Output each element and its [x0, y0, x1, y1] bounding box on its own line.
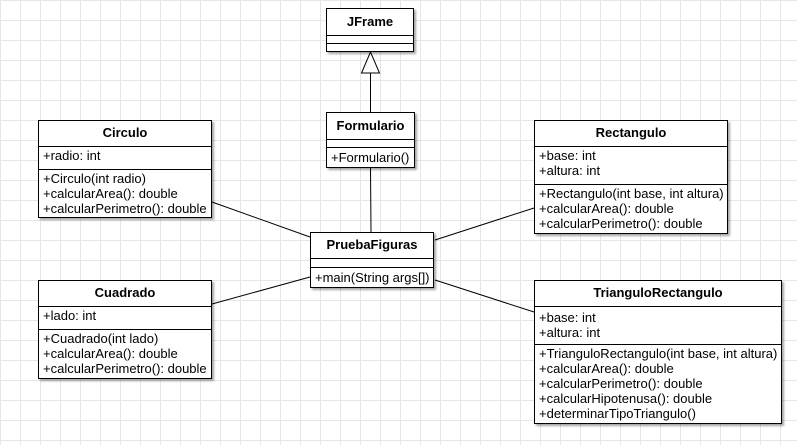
operation: +calcularPerimetro(): double	[539, 376, 703, 391]
operation-compartment: +Circulo(int radio) +calcularArea(): dou…	[39, 170, 211, 216]
operation-compartment: +Cuadrado(int lado) +calcularArea(): dou…	[39, 330, 211, 376]
operation: +calcularArea(): double	[43, 186, 178, 201]
attribute: +radio: int	[43, 148, 101, 163]
operation: +calcularPerimetro(): double	[43, 201, 207, 216]
class-formulario[interactable]: Formulario +Formulario()	[326, 112, 415, 168]
attribute-compartment	[327, 140, 414, 148]
class-name: Cuadrado	[39, 281, 211, 307]
association-formulario	[370, 167, 372, 233]
class-jframe[interactable]: JFrame	[326, 8, 414, 52]
class-cuadrado[interactable]: Cuadrado +lado: int +Cuadrado(int lado) …	[38, 280, 212, 379]
class-pruebafiguras[interactable]: PruebaFiguras +main(String args[])	[310, 232, 434, 288]
inheritance-arrowhead	[360, 50, 381, 74]
operation-compartment: +TrianguloRectangulo(int base, int altur…	[535, 345, 781, 421]
class-name: PruebaFiguras	[311, 233, 433, 259]
operation: +main(String args[])	[315, 270, 430, 285]
class-rectangulo[interactable]: Rectangulo +base: int +altura: int +Rect…	[534, 120, 728, 234]
operation: +calcularArea(): double	[539, 201, 674, 216]
operation: +Rectangulo(int base, int altura)	[539, 186, 724, 201]
operation: +calcularHipotenusa(): double	[539, 391, 713, 406]
attribute-compartment: +base: int +altura: int	[535, 147, 727, 185]
class-circulo[interactable]: Circulo +radio: int +Circulo(int radio) …	[38, 120, 212, 218]
association-triangulo	[434, 279, 535, 313]
attribute-compartment	[311, 259, 433, 268]
attribute-compartment: +lado: int	[39, 307, 211, 330]
attribute: +altura: int	[539, 325, 601, 340]
operation: +Formulario()	[331, 150, 410, 165]
class-name: Circulo	[39, 121, 211, 147]
operation: +Cuadrado(int lado)	[43, 331, 159, 346]
operation-compartment	[327, 44, 413, 51]
operation: +calcularPerimetro(): double	[43, 361, 207, 376]
attribute: +base: int	[539, 310, 596, 325]
attribute: +lado: int	[43, 308, 97, 323]
operation: +Circulo(int radio)	[43, 171, 146, 186]
attribute: +base: int	[539, 148, 596, 163]
operation-compartment: +main(String args[])	[311, 268, 433, 285]
attribute-compartment: +base: int +altura: int	[535, 307, 781, 345]
class-name: JFrame	[327, 9, 413, 36]
operation-compartment: +Formulario()	[327, 148, 414, 165]
class-name: Formulario	[327, 113, 414, 140]
operation: +determinarTipoTriangulo()	[539, 406, 696, 421]
operation: +calcularArea(): double	[43, 346, 178, 361]
association-rectangulo	[434, 207, 535, 241]
operation: +TrianguloRectangulo(int base, int altur…	[539, 346, 778, 361]
operation: +calcularArea(): double	[539, 361, 674, 376]
association-circulo	[211, 201, 311, 238]
operation: +calcularPerimetro(): double	[539, 216, 703, 231]
class-name: TrianguloRectangulo	[535, 281, 781, 307]
operation-compartment: +Rectangulo(int base, int altura) +calcu…	[535, 185, 727, 231]
association-cuadrado	[211, 276, 311, 305]
class-triangulorectangulo[interactable]: TrianguloRectangulo +base: int +altura: …	[534, 280, 782, 424]
attribute-compartment	[327, 36, 413, 44]
class-name: Rectangulo	[535, 121, 727, 147]
attribute-compartment: +radio: int	[39, 147, 211, 170]
attribute: +altura: int	[539, 163, 601, 178]
